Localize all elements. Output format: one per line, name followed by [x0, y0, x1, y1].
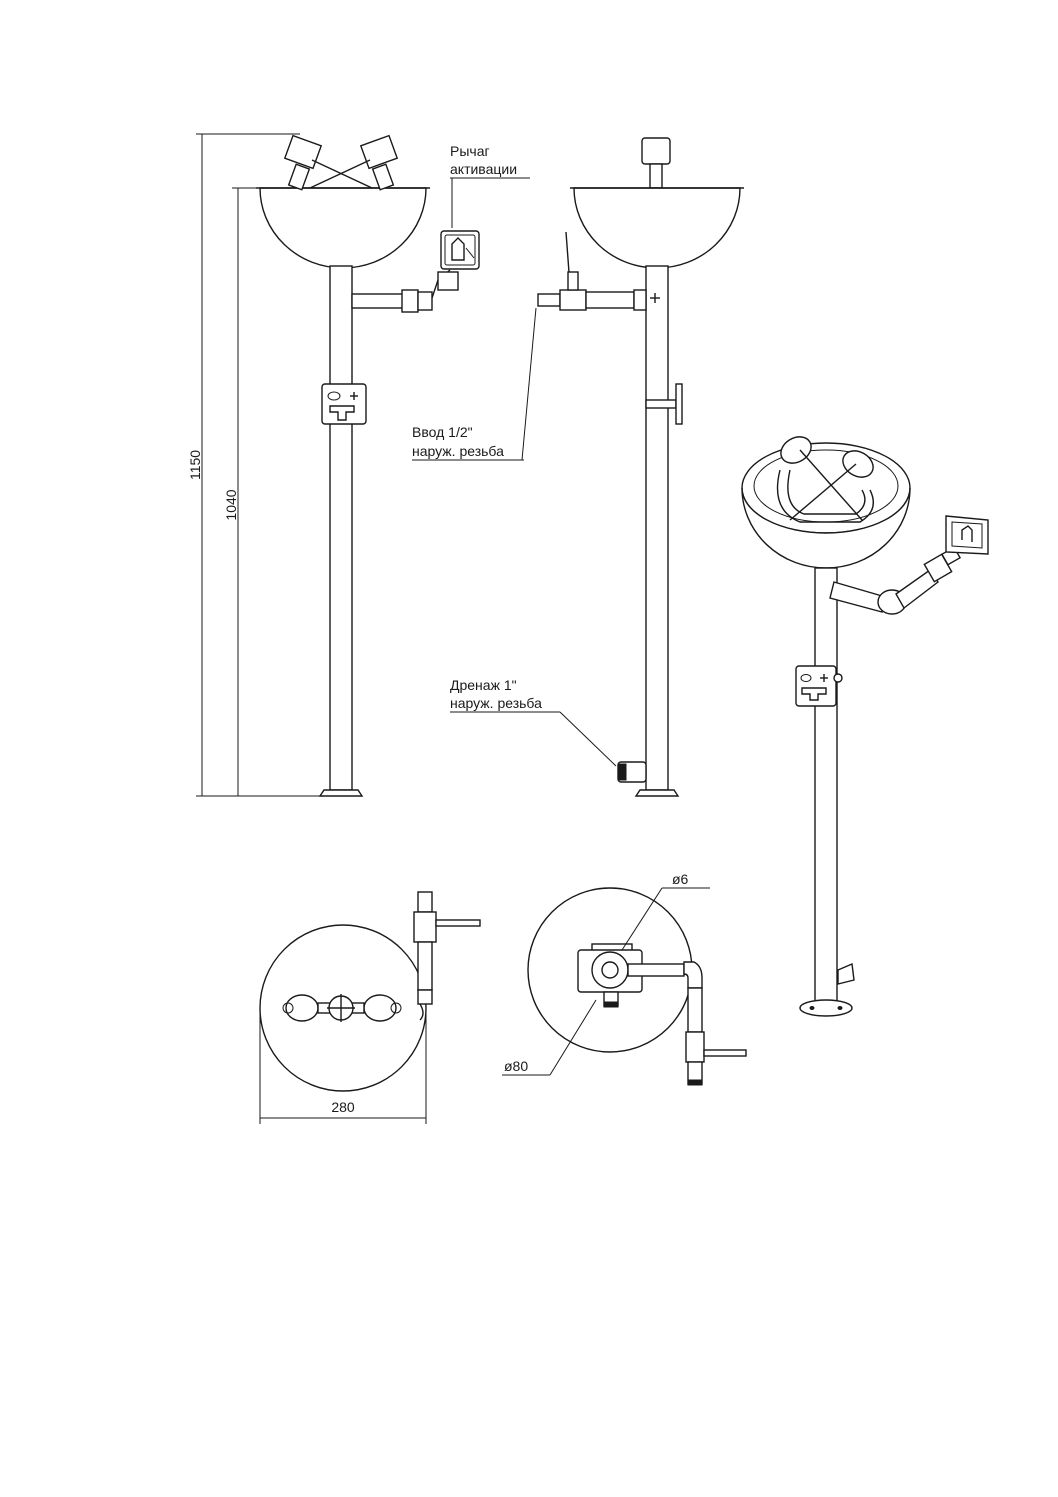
label-drain-line1: Дренаж 1": [450, 677, 517, 693]
dimension-base-diameter: ø80: [504, 1058, 528, 1074]
dimension-hole-diameter: ø6: [672, 871, 689, 887]
dimension-total-height: 1150: [187, 450, 203, 480]
bottom-view: ø6 ø80: [502, 871, 747, 1086]
label-lever-line1: Рычаг: [450, 143, 490, 159]
top-view: 280: [259, 891, 481, 1124]
side-view: [537, 137, 744, 797]
label-inlet-line2: наруж. резьба: [412, 443, 504, 459]
front-view: 1150 1040: [187, 133, 480, 797]
label-inlet-line1: Ввод 1/2": [412, 424, 473, 440]
label-drain-line2: наруж. резьба: [450, 695, 542, 711]
dimension-bowl-diameter: 280: [331, 1099, 355, 1115]
label-lever-line2: активации: [450, 161, 517, 177]
isometric-view: [741, 436, 989, 1017]
dimension-bowl-height: 1040: [223, 489, 239, 520]
